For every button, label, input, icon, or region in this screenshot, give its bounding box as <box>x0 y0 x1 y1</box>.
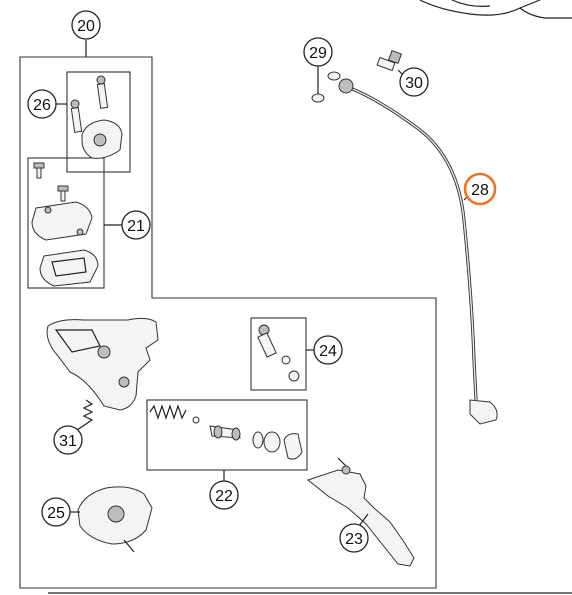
svg-text:22: 22 <box>215 488 233 505</box>
svg-text:20: 20 <box>77 18 95 35</box>
screw-part <box>57 185 69 202</box>
port-hole <box>97 345 111 359</box>
callout-31[interactable]: 31 <box>53 425 83 455</box>
adjuster-hole <box>107 505 125 523</box>
clamp-hole <box>93 133 107 147</box>
brake-hose-part-28 <box>338 78 498 425</box>
svg-text:29: 29 <box>309 45 327 62</box>
svg-text:31: 31 <box>59 433 77 450</box>
washer-part <box>263 431 281 453</box>
brake-lever-part-23 <box>306 469 415 567</box>
pivot-pin-part <box>257 324 277 358</box>
master-cylinder-body <box>46 317 159 411</box>
callout-30[interactable]: 30 <box>399 67 429 97</box>
seal-ring-part-29 <box>311 93 325 103</box>
callout-23[interactable]: 23 <box>339 523 369 553</box>
group-box-26 <box>66 71 131 173</box>
reservoir-cavity <box>54 329 101 353</box>
bolt-part <box>70 99 83 133</box>
diaphragm-part <box>39 249 99 287</box>
piston-seal <box>213 425 223 439</box>
svg-text:24: 24 <box>319 343 337 360</box>
callout-26[interactable]: 26 <box>27 89 57 119</box>
lever-screw-shaft <box>337 457 347 467</box>
bolt-part <box>96 75 109 109</box>
callout-21[interactable]: 21 <box>121 210 151 240</box>
callout-25[interactable]: 25 <box>41 497 71 527</box>
svg-text:30: 30 <box>405 75 423 92</box>
svg-text:26: 26 <box>33 97 51 114</box>
group-box-24 <box>250 317 307 391</box>
group-box-21 <box>27 157 105 289</box>
piston-spring-part <box>149 404 187 420</box>
cover-screw-hole <box>76 228 84 236</box>
svg-text:28: 28 <box>471 182 489 199</box>
circlip-part <box>252 431 264 449</box>
nut-part <box>288 370 300 382</box>
cover-screw-hole <box>44 206 52 214</box>
callout-20[interactable]: 20 <box>71 10 101 40</box>
bushing-part <box>281 355 291 365</box>
bore-hole <box>118 376 130 388</box>
svg-text:25: 25 <box>47 505 65 522</box>
spring-part-31 <box>82 399 94 425</box>
reservoir-cover-part <box>31 201 93 241</box>
piston-seal <box>231 427 241 441</box>
screw-part <box>33 162 45 179</box>
callout-24[interactable]: 24 <box>313 335 343 365</box>
callout-28-highlighted[interactable]: 28 <box>463 172 497 206</box>
seal-ring-part-29 <box>327 71 341 81</box>
group-box-22 <box>146 399 308 471</box>
svg-text:23: 23 <box>345 531 363 548</box>
banjo-bolt-part-30 <box>376 49 403 72</box>
callout-29[interactable]: 29 <box>303 37 333 67</box>
boot-part <box>283 433 303 460</box>
svg-text:21: 21 <box>127 218 145 235</box>
adjuster-stem <box>123 539 135 553</box>
diaphragm-inner <box>51 257 87 277</box>
handlebar-fragment <box>419 0 572 19</box>
assembly-frame-20 <box>19 56 437 589</box>
lever-adjust-screw <box>341 465 351 475</box>
callout-22[interactable]: 22 <box>209 480 239 510</box>
piston-washer <box>192 416 200 424</box>
